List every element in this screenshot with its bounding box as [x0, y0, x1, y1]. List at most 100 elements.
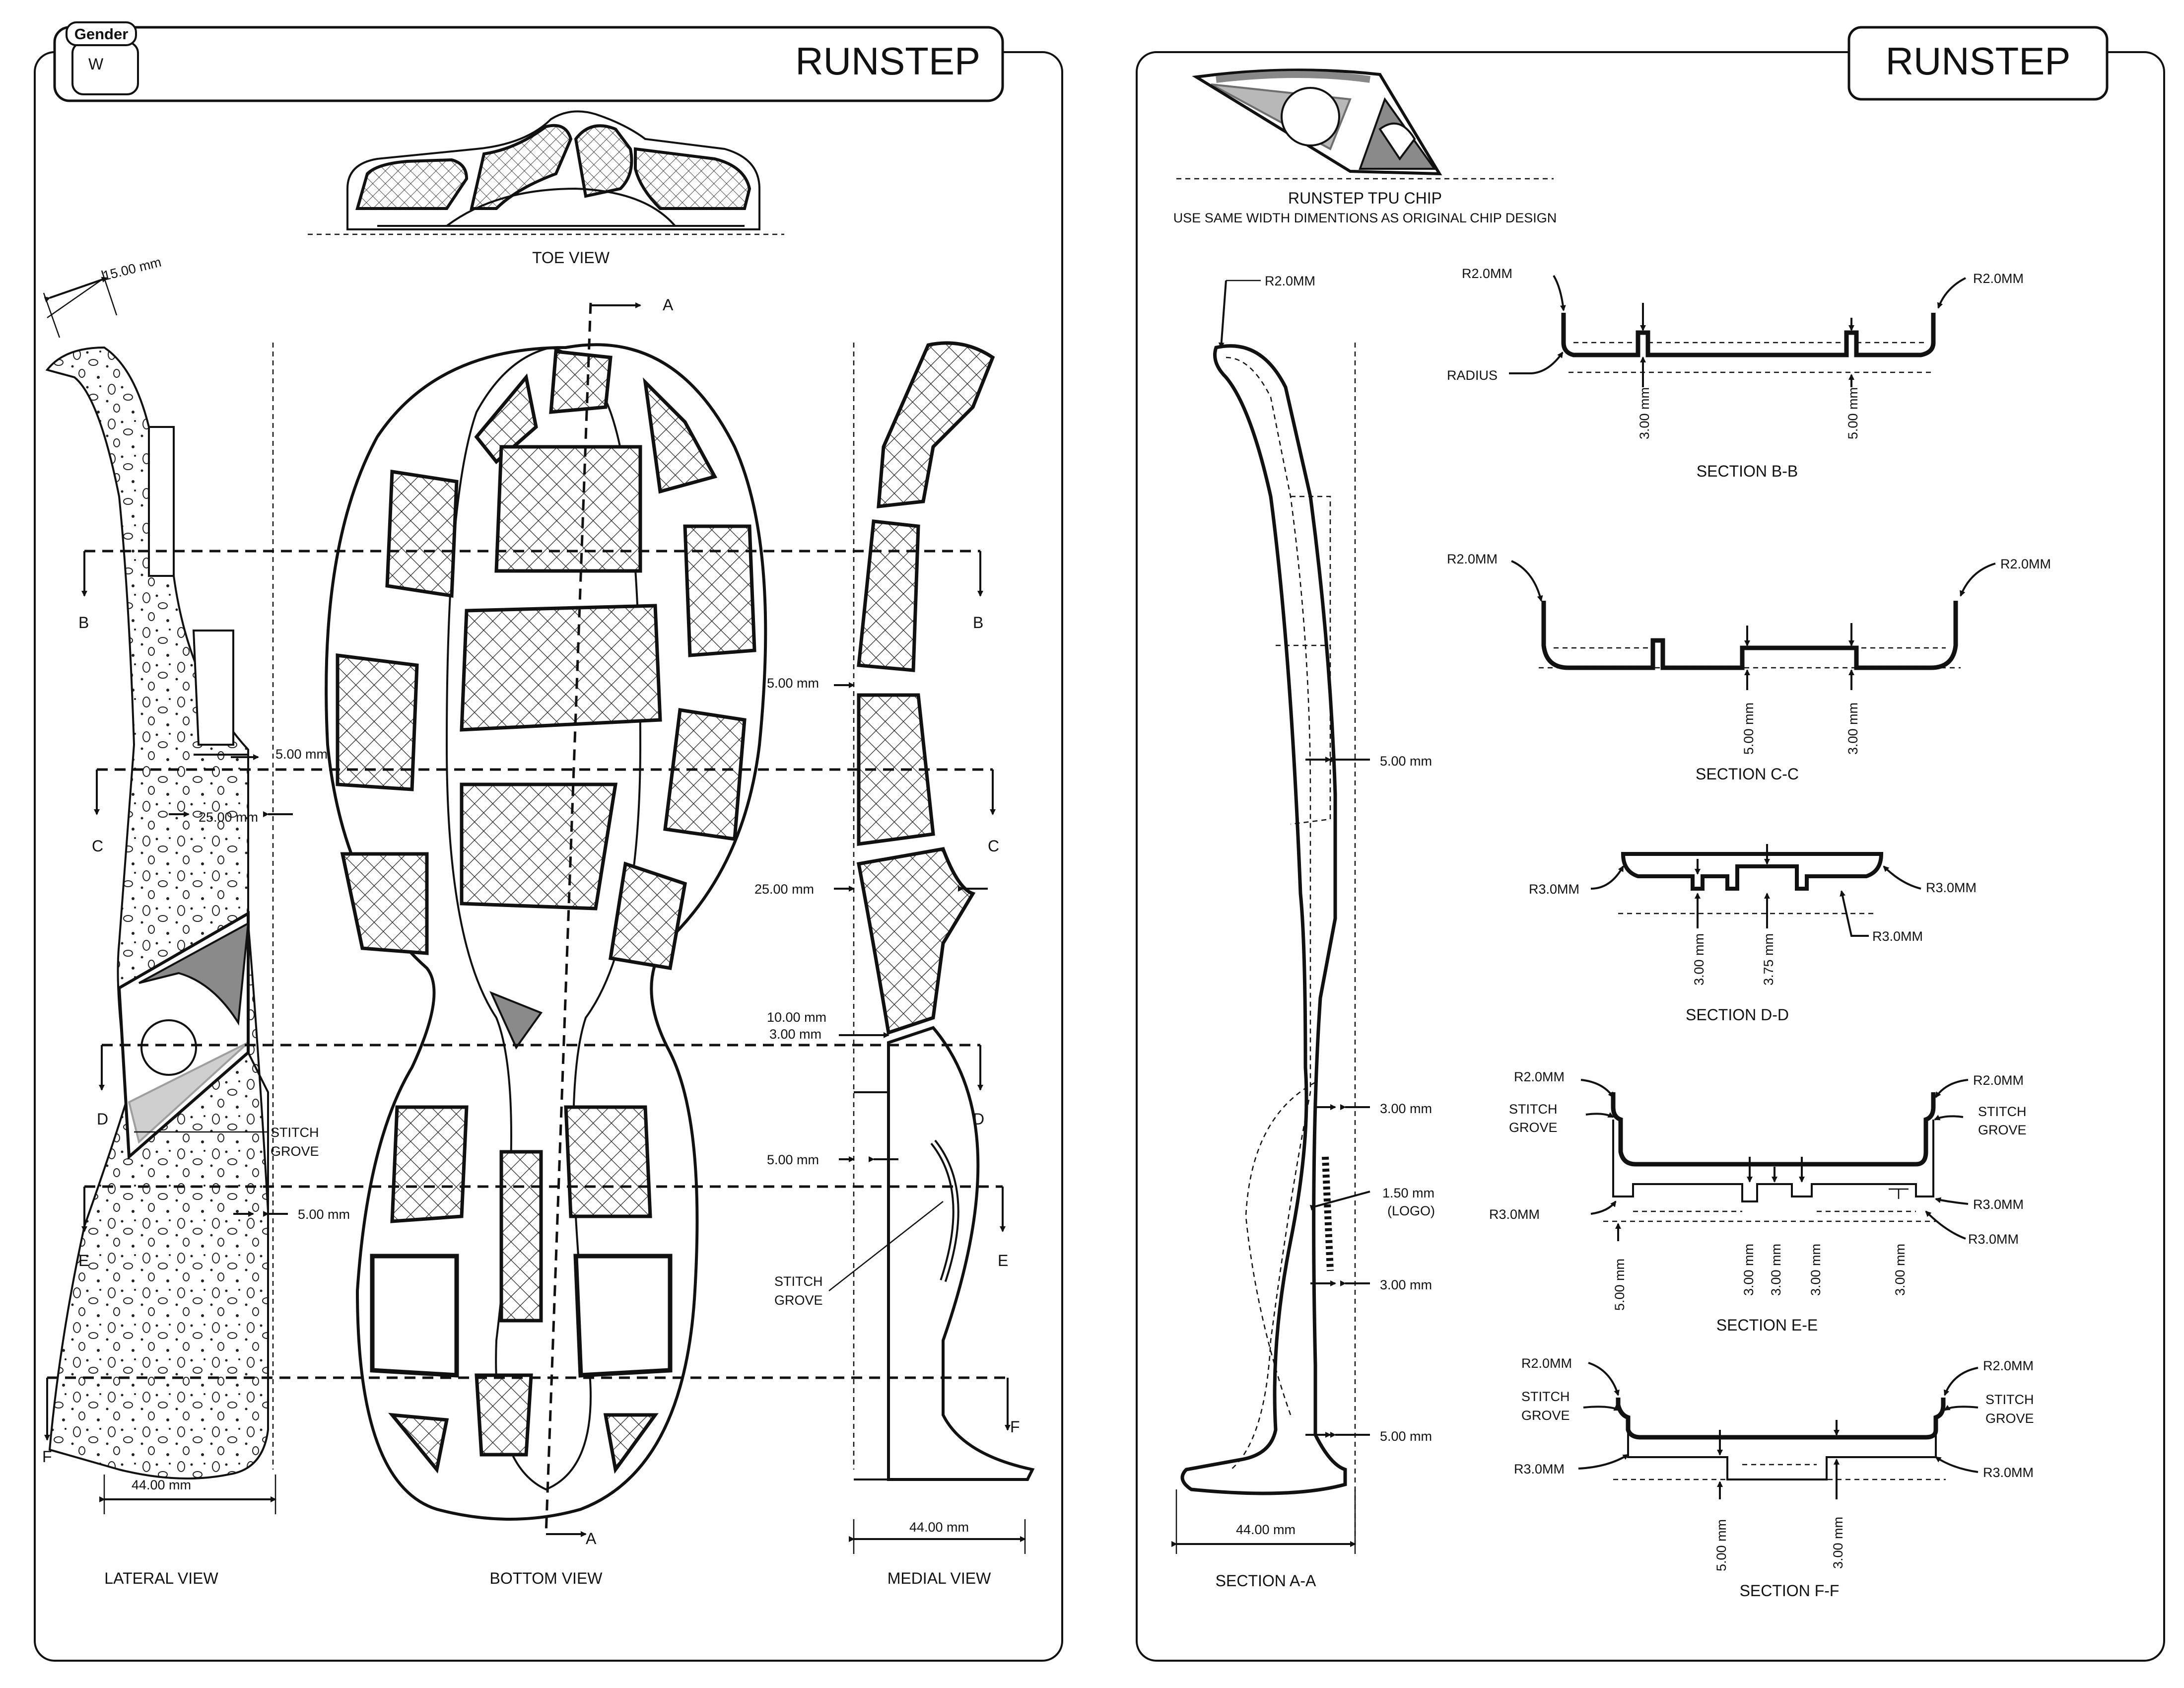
medial-dim-5-lower: 5.00 mm — [767, 1152, 819, 1167]
section-d-letter-right: D — [973, 1110, 984, 1128]
medial-stitch-label: STITCH — [774, 1274, 823, 1289]
section-e-letter-left: E — [78, 1252, 89, 1269]
section-e-dim-3-c: 3.00 mm — [1808, 1244, 1823, 1296]
section-f-letter-left: F — [42, 1448, 52, 1466]
section-e-dim-3-b: 3.00 mm — [1769, 1244, 1783, 1296]
section-b-b-drawing — [1509, 275, 1966, 387]
gender-value: W — [88, 55, 104, 73]
gender-label: Gender — [74, 25, 129, 43]
lateral-dim-5-lower: 5.00 mm — [298, 1207, 350, 1222]
left-panel: Gender W RUNSTEP TOE VIEW — [34, 21, 1063, 1662]
toe-view-drawing — [308, 110, 784, 235]
medial-dim-3: 3.00 mm — [769, 1027, 821, 1042]
section-f-dim-5: 5.00 mm — [1714, 1519, 1729, 1571]
section-cut-lines — [44, 550, 1011, 1441]
section-e-stitch-left: STITCH — [1509, 1102, 1558, 1117]
section-a-dim-3-upper: 3.00 mm — [1380, 1101, 1432, 1116]
lateral-grove-label: GROVE — [271, 1144, 319, 1159]
right-brand-title: RUNSTEP — [1886, 39, 2071, 83]
section-a-dim-44: 44.00 mm — [1236, 1522, 1296, 1537]
gender-tab — [66, 21, 137, 46]
medial-view-drawing — [828, 341, 1035, 1554]
section-f-grove-left: GROVE — [1521, 1408, 1570, 1423]
lateral-dim-44: 44.00 mm — [132, 1477, 191, 1492]
section-f-stitch-right: STITCH — [1985, 1392, 2034, 1407]
section-a-dim-150: 1.50 mm — [1382, 1186, 1434, 1200]
section-a-r2: R2.0MM — [1265, 274, 1315, 288]
section-e-grove-right: GROVE — [1978, 1123, 2027, 1137]
lateral-view-label: LATERAL VIEW — [104, 1569, 218, 1587]
section-d-r3-bottom: R3.0MM — [1872, 929, 1923, 944]
chip-note: USE SAME WIDTH DIMENTIONS AS ORIGINAL CH… — [1173, 211, 1557, 225]
section-e-e-drawing — [1580, 1079, 1969, 1241]
section-b-letter-left: B — [78, 614, 89, 632]
section-c-letter-right: C — [988, 837, 999, 855]
lateral-dim-25: 25.00 mm — [199, 810, 258, 825]
section-e-stitch-right: STITCH — [1978, 1104, 2027, 1119]
right-panel: RUNSTEP RUNSTEP TPU CHIP USE SAME WIDTH … — [1136, 26, 2165, 1662]
section-f-f-drawing — [1578, 1362, 1979, 1499]
section-f-letter-right: F — [1010, 1418, 1020, 1436]
section-c-r2-left: R2.0MM — [1447, 552, 1498, 566]
gender-box — [71, 41, 139, 95]
bottom-view-drawing — [325, 302, 767, 1537]
section-b-r2-left: R2.0MM — [1462, 266, 1512, 281]
section-d-dim-3: 3.00 mm — [1692, 933, 1706, 985]
section-d-d-drawing — [1590, 844, 1921, 937]
section-a-dim-3-lower: 3.00 mm — [1380, 1277, 1432, 1292]
right-panel-border — [1136, 51, 2165, 1662]
section-b-r2-right: R2.0MM — [1973, 271, 2024, 286]
section-b-dim-3: 3.00 mm — [1637, 387, 1652, 439]
lateral-dim-5-upper: 5.00 mm — [275, 747, 328, 762]
section-e-dim-3-d: 3.00 mm — [1893, 1244, 1908, 1296]
lateral-stitch-label: STITCH — [271, 1125, 319, 1140]
section-e-r2-left: R2.0MM — [1514, 1069, 1565, 1084]
section-f-dim-3: 3.00 mm — [1831, 1517, 1845, 1569]
section-a-letter-bottom: A — [586, 1530, 597, 1547]
section-c-r2-right: R2.0MM — [2000, 557, 2051, 571]
section-d-letter-left: D — [97, 1110, 108, 1128]
section-f-r2-right: R2.0MM — [1983, 1358, 2034, 1373]
section-b-dim-5: 5.00 mm — [1845, 387, 1860, 439]
section-a-a-drawing — [1171, 280, 1370, 1554]
right-title-bar — [1847, 26, 2109, 101]
lateral-dim-15: 15.00 mm — [101, 255, 163, 283]
section-f-stitch-left: STITCH — [1521, 1389, 1570, 1404]
section-e-r2-right: R2.0MM — [1973, 1073, 2024, 1088]
medial-view-label: MEDIAL VIEW — [887, 1569, 991, 1587]
section-a-dim-5-upper: 5.00 mm — [1380, 754, 1432, 769]
section-c-c-label: SECTION C-C — [1696, 765, 1799, 783]
section-e-r3-left: R3.0MM — [1489, 1207, 1540, 1222]
medial-dim-5-upper: 5.00 mm — [767, 676, 819, 691]
section-d-r3-left: R3.0MM — [1529, 882, 1579, 897]
section-a-letter-top: A — [663, 296, 674, 314]
bottom-view-label: BOTTOM VIEW — [490, 1569, 603, 1587]
section-c-letter-left: C — [92, 837, 103, 855]
section-e-letter-right: E — [998, 1252, 1008, 1269]
toe-view-label: TOE VIEW — [532, 249, 610, 267]
section-e-grove-left: GROVE — [1509, 1120, 1558, 1135]
section-f-f-label: SECTION F-F — [1740, 1582, 1840, 1600]
left-title-bar — [53, 26, 1004, 102]
section-e-dim-3-a: 3.00 mm — [1741, 1244, 1756, 1296]
lateral-view-drawing — [43, 270, 293, 1514]
section-d-dim-375: 3.75 mm — [1761, 933, 1776, 985]
section-e-r3-bottom: R3.0MM — [1968, 1232, 2019, 1247]
chip-title: RUNSTEP TPU CHIP — [1288, 189, 1442, 207]
section-e-e-label: SECTION E-E — [1716, 1316, 1818, 1334]
section-b-b-label: SECTION B-B — [1697, 462, 1798, 480]
medial-grove-label: GROVE — [774, 1293, 823, 1308]
section-f-r2-left: R2.0MM — [1521, 1356, 1572, 1371]
section-f-r3-right: R3.0MM — [1983, 1465, 2034, 1480]
medial-dim-10: 10.00 mm — [767, 1010, 826, 1025]
medial-dim-44: 44.00 mm — [909, 1520, 969, 1535]
section-c-dim-3: 3.00 mm — [1845, 703, 1860, 755]
section-b-letter-right: B — [973, 614, 983, 632]
section-a-dim-5-lower: 5.00 mm — [1380, 1429, 1432, 1444]
section-e-r3-right: R3.0MM — [1973, 1197, 2024, 1212]
section-d-r3-right: R3.0MM — [1926, 880, 1977, 895]
section-f-r3-left: R3.0MM — [1514, 1462, 1565, 1477]
section-a-logo: (LOGO) — [1387, 1203, 1435, 1218]
section-d-d-label: SECTION D-D — [1686, 1006, 1789, 1024]
